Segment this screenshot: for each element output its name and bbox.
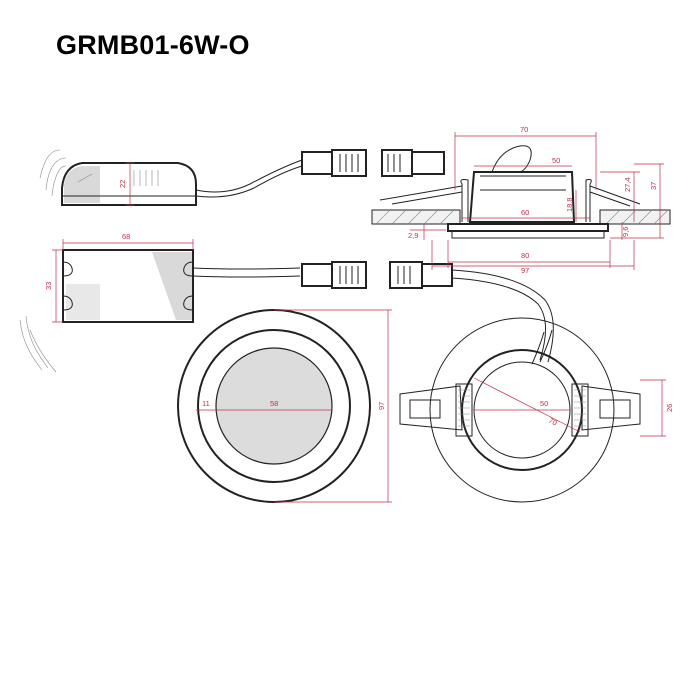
dim-front-margin: 11 bbox=[202, 399, 210, 408]
dim-section-total-h: 37 bbox=[649, 182, 658, 190]
dim-section-overall: 97 bbox=[521, 266, 529, 275]
section-view: 70 50 60 80 97 18,8 27,4 37 9,6 2,9 bbox=[371, 125, 671, 275]
dim-driver-length: 68 bbox=[122, 232, 130, 241]
back-view: 50 70 26 bbox=[399, 317, 674, 503]
dim-front-lens: 58 bbox=[270, 399, 278, 408]
dim-section-inner-h: 18,8 bbox=[565, 197, 574, 212]
dim-front-diameter: 97 bbox=[377, 402, 386, 410]
dim-section-flange: 80 bbox=[521, 251, 529, 260]
driver-top-view: 68 33 bbox=[19, 232, 367, 373]
dim-section-mid-h: 27,4 bbox=[623, 177, 632, 192]
dim-back-diag: 70 bbox=[547, 416, 559, 428]
dim-back-clip: 26 bbox=[665, 404, 674, 412]
connector-female-top bbox=[381, 149, 445, 177]
product-title: GRMB01-6W-O bbox=[56, 30, 250, 60]
connector-female-mid bbox=[389, 261, 554, 363]
dim-back-body: 50 bbox=[540, 399, 548, 408]
dim-driver-width: 33 bbox=[44, 282, 53, 290]
dim-section-trim: 9,6 bbox=[621, 227, 630, 237]
dim-section-top: 70 bbox=[520, 125, 528, 134]
dim-section-cutout: 60 bbox=[521, 208, 529, 217]
driver-side-view: 22 bbox=[39, 149, 367, 206]
dim-section-ceiling: 2,9 bbox=[408, 231, 418, 240]
dim-section-body: 50 bbox=[552, 156, 560, 165]
dim-driver-height: 22 bbox=[118, 180, 127, 188]
front-view: 11 58 97 bbox=[177, 309, 392, 503]
